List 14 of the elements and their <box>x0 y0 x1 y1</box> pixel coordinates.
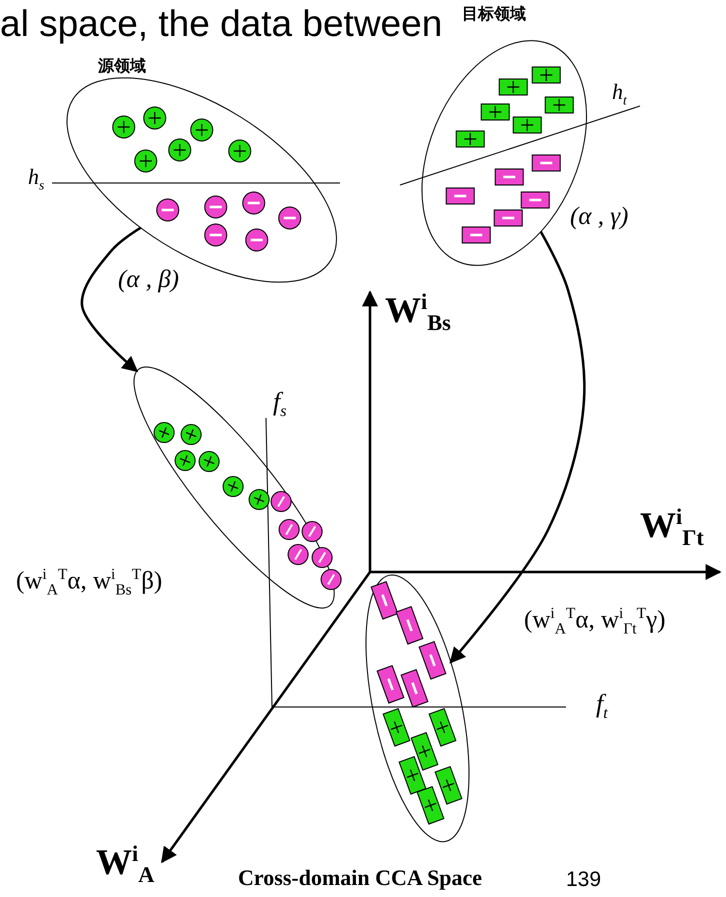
curved-arrow <box>450 230 586 664</box>
domain-heading: 源领域 <box>98 56 146 76</box>
data-pair-label: (α , β) <box>118 266 179 294</box>
domain-heading: 目标领域 <box>462 4 526 24</box>
data-pair-label: (α , γ) <box>570 203 628 230</box>
slide-title-fragment: al space, the data between <box>0 4 442 45</box>
sample-cluster-ellipse <box>364 572 470 844</box>
curved-arrow <box>80 226 142 372</box>
hyperplane-label: h$_{t}$ <box>612 80 627 108</box>
projection-axis-label: f$_{t}$ <box>596 690 608 723</box>
hyperplane-label: h$_{s}$ <box>28 165 44 192</box>
page-number: 139 <box>566 868 602 892</box>
projection-axis-label: f$_{s}$ <box>273 388 287 421</box>
caption: Cross-domain CCA Space <box>238 866 482 890</box>
